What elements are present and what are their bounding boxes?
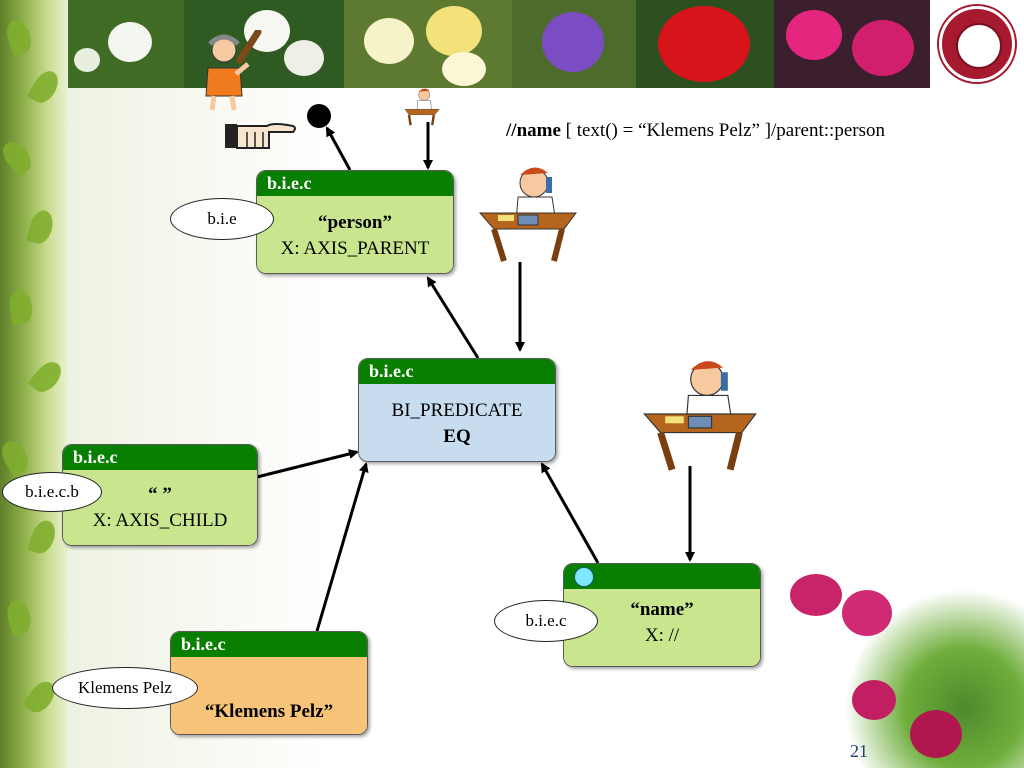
node-header: b.i.e.c — [359, 359, 555, 384]
node-person: b.i.e.c “person” X: AXIS_PARENT — [256, 170, 454, 274]
edge-person-to-ball — [325, 126, 352, 171]
node-title: “ ” — [148, 484, 172, 505]
node-child: b.i.e.c “ ” X: AXIS_CHILD — [62, 444, 258, 546]
node-title: BI_PREDICATE — [391, 400, 523, 421]
node-title: “name” — [630, 599, 694, 620]
edge-predicate-to-person — [426, 276, 480, 359]
flower-banner — [68, 0, 930, 88]
node-label-ellipse: b.i.e.c.b — [2, 472, 102, 512]
status-dot-icon — [574, 567, 594, 587]
vine-decoration — [0, 0, 68, 768]
edge-literal-to-predicate — [315, 462, 369, 632]
node-label-ellipse: b.i.e.c — [494, 600, 598, 642]
node-title: “person” — [318, 212, 392, 233]
node-header: b.i.e.c — [257, 171, 453, 196]
flower-photo — [774, 0, 930, 88]
ball-icon — [307, 104, 331, 128]
edge-child-to-predicate — [256, 449, 359, 479]
flower-photo — [344, 0, 512, 88]
query-prefix: // — [506, 120, 517, 141]
node-label-ellipse: b.i.e — [170, 198, 274, 240]
query-name-step: name — [516, 120, 561, 141]
page-number: 21 — [850, 741, 868, 761]
flower-photo — [68, 0, 184, 88]
query-remainder: [ text() = “Klemens Pelz” ]/parent::pers… — [560, 120, 885, 141]
node-title: “Klemens Pelz” — [204, 701, 334, 722]
node-literal: b.i.e.c “Klemens Pelz” — [170, 631, 368, 735]
pointing-hand-icon — [225, 123, 296, 149]
edge-name-to-predicate — [540, 462, 600, 564]
orchid-decoration — [770, 560, 1024, 768]
person-at-desk-icon — [404, 88, 440, 126]
node-operator: EQ — [443, 426, 471, 447]
caveman-icon — [205, 30, 262, 111]
node-header: b.i.e.c — [63, 445, 257, 470]
person-at-desk-icon — [478, 167, 577, 262]
worcester-polytechnic-seal — [930, 0, 1024, 88]
node-predicate: b.i.e.c BI_PREDICATE EQ — [358, 358, 556, 462]
flower-photo — [636, 0, 774, 88]
node-axis: X: AXIS_CHILD — [92, 510, 228, 531]
node-axis: X: // — [644, 625, 680, 646]
flower-photo — [512, 0, 636, 88]
node-header: b.i.e.c — [171, 632, 367, 657]
person-at-desk-icon — [643, 361, 757, 471]
node-axis: X: AXIS_PARENT — [280, 238, 430, 259]
node-header — [564, 564, 760, 589]
xpath-query: //name [ text() = “Klemens Pelz” ]/paren… — [506, 120, 885, 142]
node-label-ellipse: Klemens Pelz — [52, 667, 198, 709]
node-name: “name” X: // — [563, 563, 761, 667]
